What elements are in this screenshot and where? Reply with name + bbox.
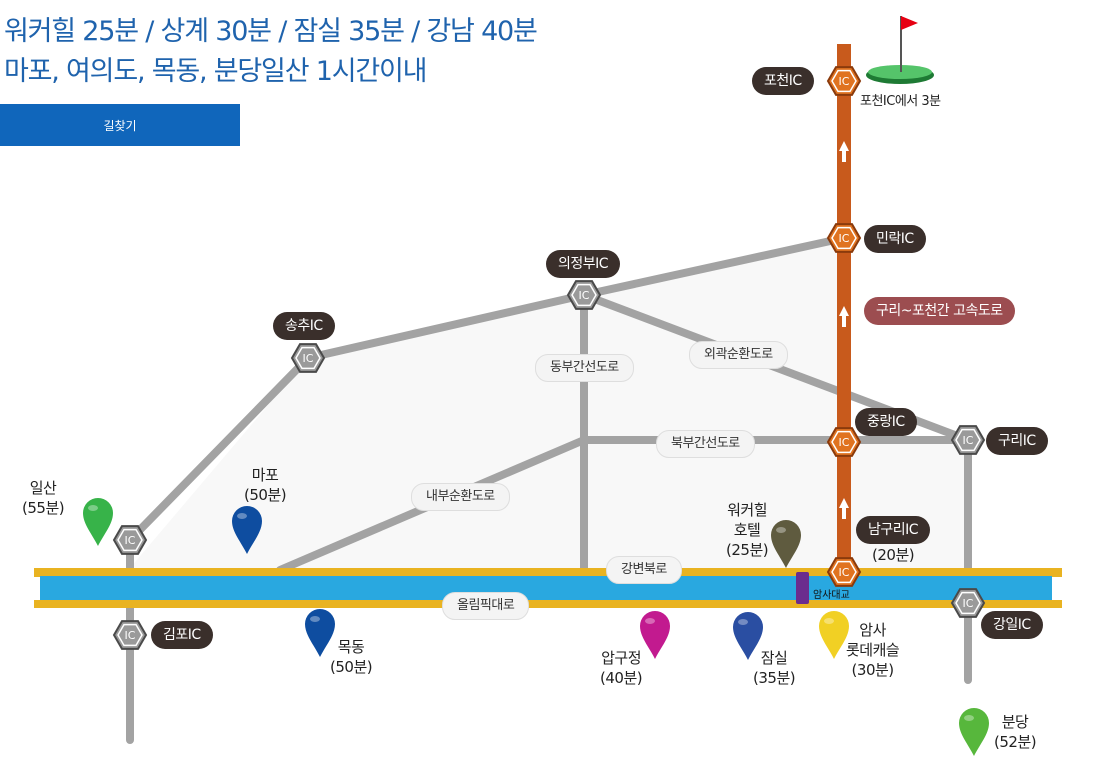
ic-hexagon-inner: [831, 226, 857, 250]
ic-marker-namguri: IC: [826, 557, 862, 587]
ic-label-pocheon: 포천IC: [752, 67, 814, 95]
road-uijeongbu-minrak: [580, 234, 848, 299]
ic-marker-text: IC: [125, 534, 136, 547]
ic-marker-text: IC: [125, 629, 136, 642]
ic-marker-pocheon: IC: [826, 66, 862, 96]
ic-label-uijeongbu: 의정부IC: [546, 250, 621, 278]
pin-highlight: [645, 618, 655, 624]
expressway-arrows: [839, 141, 849, 519]
road-label-olympic: 올림픽대로: [442, 592, 530, 620]
pin-highlight: [776, 527, 786, 533]
location-pin-icon-amsa: [819, 611, 849, 659]
road-label-dongbu: 동부간선도로: [535, 354, 634, 382]
namguri-time: (20분): [872, 546, 915, 564]
pin-highlight: [824, 618, 834, 624]
ic-marker-text: IC: [839, 75, 850, 88]
amsa-bridge-marker: [796, 572, 809, 604]
ic-hexagon-inner: [117, 623, 143, 647]
ic-marker-gangil: IC: [950, 588, 986, 618]
bridge-label: 암사대교: [813, 590, 850, 601]
ic-hexagon-inner: [571, 283, 597, 307]
ic-label-gangil: 강일IC: [981, 611, 1043, 639]
pin-highlight: [88, 505, 98, 511]
ic-marker-text: IC: [963, 597, 974, 610]
ic-hexagon-inner: [955, 428, 981, 452]
headline-line-1: 워커힐 25분 / 상계 30분 / 잠실 35분 / 강남 40분: [4, 16, 538, 47]
river-bank-bottom: [34, 600, 1062, 608]
headline-line-2: 마포, 여의도, 목동, 분당일산 1시간이내: [4, 56, 427, 87]
place-label-jamsil: 잠실(35분): [753, 649, 796, 687]
ic-hexagon-inner: [955, 591, 981, 615]
arrow-up-1: [839, 141, 849, 162]
road-label-naebu: 내부순환도로: [411, 483, 510, 511]
ic-marker-text: IC: [839, 436, 850, 449]
golf-flag-icon: [901, 16, 918, 30]
location-pin-icon-walkerhill: [771, 520, 801, 568]
ic-marker-text: IC: [963, 434, 974, 447]
ic-marker-jungnang: IC: [826, 427, 862, 457]
road-label-bukbu: 북부간선도로: [656, 430, 755, 458]
ic-marker-text: IC: [579, 289, 590, 302]
place-label-apgujeong: 압구정(40분): [600, 649, 643, 687]
pin-highlight: [738, 619, 748, 625]
ic-marker-ilsan-junction: IC: [112, 525, 148, 555]
ic-marker-text: IC: [839, 566, 850, 579]
place-label-ilsan: 일산(55분): [22, 479, 65, 517]
pin-highlight: [310, 616, 320, 622]
place-label-bundang: 분당(52분): [994, 713, 1037, 751]
ic-label-songchu: 송추IC: [273, 312, 335, 340]
ic-hexagon-inner: [831, 430, 857, 454]
arrow-up-3: [839, 498, 849, 519]
map-background: [130, 238, 968, 568]
ic-hexagon-inner: [831, 560, 857, 584]
ic-marker-minrak: IC: [826, 223, 862, 253]
ic-label-minrak: 민락IC: [864, 225, 926, 253]
ic-label-namguri: 남구리IC: [856, 516, 931, 544]
road-label-gangbyeon: 강변북로: [606, 556, 682, 584]
ic-marker-uijeongbu: IC: [566, 280, 602, 310]
ic-marker-songchu: IC: [290, 343, 326, 373]
location-pin-icon-apgujeong: [640, 611, 670, 659]
road-label-oegwak: 외곽순환도로: [689, 341, 788, 369]
ic-hexagon-inner: [831, 69, 857, 93]
golf-distance-note: 포천IC에서 3분: [860, 94, 941, 109]
ic-marker-text: IC: [839, 232, 850, 245]
ic-label-guri: 구리IC: [986, 427, 1048, 455]
location-pin-icon-mokdong: [305, 609, 335, 657]
place-label-mapo: 마포(50분): [244, 466, 287, 504]
location-pin-icon-mapo: [232, 506, 262, 554]
expressway-label: 구리~포천간 고속도로: [864, 297, 1015, 325]
headline: 워커힐 25분 / 상계 30분 / 잠실 35분 / 강남 40분 마포, 여…: [4, 12, 538, 92]
ic-hexagon-inner: [295, 346, 321, 370]
pin-highlight: [964, 715, 974, 721]
ic-hexagon-inner: [117, 528, 143, 552]
place-label-mokdong: 목동(50분): [330, 638, 373, 676]
location-pin-icon-bundang: [958, 707, 989, 756]
pin-highlight: [237, 513, 247, 519]
river: [40, 576, 1052, 602]
ic-marker-gimpo: IC: [112, 620, 148, 650]
directions-button[interactable]: 길찾기: [0, 104, 240, 146]
road-songchu-ilsan: [126, 354, 312, 544]
ic-marker-text: IC: [303, 352, 314, 365]
road-songchu-uijeongbu: [304, 291, 588, 362]
arrow-up-2: [839, 306, 849, 327]
ic-marker-guri: IC: [950, 425, 986, 455]
location-pin-icon-jamsil: [733, 612, 763, 660]
ic-label-jungnang: 중랑IC: [855, 408, 917, 436]
ic-label-gimpo: 김포IC: [151, 621, 213, 649]
location-pin-icon-ilsan: [83, 498, 113, 546]
river-bank-top: [34, 568, 1062, 577]
